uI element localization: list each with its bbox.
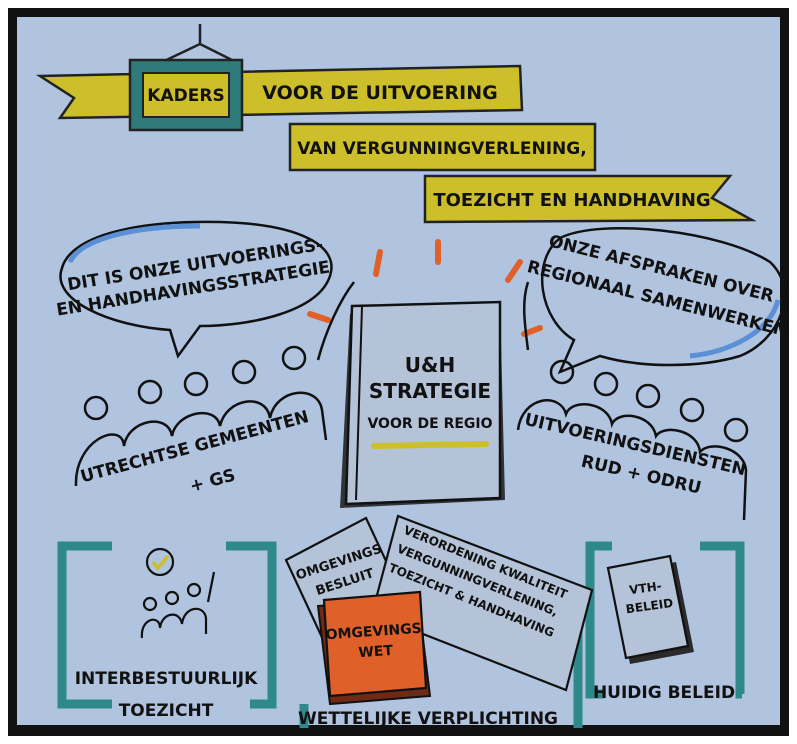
book-spine <box>355 305 363 501</box>
oversight-bodies <box>140 607 208 639</box>
frame-left-bracket <box>57 541 112 709</box>
people-bodies-right <box>516 399 748 521</box>
person-head <box>83 395 109 421</box>
emphasis-stroke <box>307 311 331 323</box>
person-head <box>164 590 180 606</box>
frame-right-bracket-left <box>585 541 612 699</box>
banner-line-2: VAN VERGUNNINGVERLENING, <box>297 139 586 159</box>
frame-left <box>57 541 277 709</box>
banner-line-1: VOOR DE UITVOERING <box>262 82 497 104</box>
strategy-underline <box>371 441 489 449</box>
sign-label: KADERS <box>147 86 224 106</box>
person-head <box>723 417 749 443</box>
raised-arm <box>206 571 216 603</box>
speech-shadow-right <box>689 299 781 359</box>
book-omgevingswet-line-1: OMGEVINGS <box>325 621 422 644</box>
checkmark-icon <box>151 554 170 571</box>
frame-right <box>585 541 745 699</box>
frame-left-line-2: TOEZICHT <box>119 701 214 721</box>
frame-right-bracket-right <box>700 541 745 699</box>
people-bodies-left <box>74 391 328 487</box>
frame-center-label: WETTELIJKE VERPLICHTING <box>298 709 558 729</box>
sign-plate <box>142 72 230 118</box>
person-head <box>593 371 619 397</box>
strategy-book: U&H STRATEGIE VOOR DE REGIO <box>340 300 505 508</box>
emphasis-stroke <box>373 249 383 277</box>
person-head <box>137 379 163 405</box>
frame-left-bracket-right <box>226 541 277 709</box>
doc-vth-line-2: BELEID <box>625 596 674 616</box>
frame-right-label: HUIDIG BELEID <box>593 683 735 703</box>
ribbon-3 <box>423 174 757 224</box>
pointing-arm-right <box>522 281 530 351</box>
person-head <box>186 582 202 598</box>
doc-vth-line-1: VTH- <box>628 579 662 597</box>
emphasis-stroke <box>505 259 523 283</box>
approval-circle <box>145 547 175 577</box>
pointing-arm-left <box>316 281 355 361</box>
person-head <box>142 596 158 612</box>
people-group-left <box>74 281 355 487</box>
banner: KADERS VOOR DE UITVOERING VAN VERGUNNING… <box>35 24 757 224</box>
book-omgevingswet: OMGEVINGS WET <box>316 590 432 706</box>
strategy-title-2: STRATEGIE <box>369 379 491 403</box>
person-head <box>183 371 209 397</box>
strategy-subtitle: VOOR DE REGIO <box>367 416 492 432</box>
doc-vth-beleid: VTH- BELEID <box>606 554 694 664</box>
banner-line-3: TOEZICHT EN HANDHAVING <box>433 190 710 211</box>
person-head <box>549 359 575 385</box>
book-cover <box>344 300 502 506</box>
people-group-right <box>516 281 749 521</box>
ribbon-2 <box>288 122 597 172</box>
book-omgevingswet-cover <box>322 590 428 698</box>
strategy-title-1: U&H <box>405 353 455 377</box>
doc-verordening-sheet <box>370 514 594 692</box>
doc-vth-sheet <box>606 554 690 660</box>
speech-outline-left <box>59 220 333 359</box>
person-head <box>231 359 257 385</box>
speech-outline-right <box>540 226 786 375</box>
speech-shadow-left <box>67 223 201 264</box>
person-head <box>679 397 705 423</box>
frame-left-line-1: INTERBESTUURLIJK <box>75 669 258 689</box>
person-head <box>281 345 307 371</box>
doc-verordening: VERORDENING KWALITEIT VERGUNNINGVERLENIN… <box>370 514 594 692</box>
book-omgevingswet-line-2: WET <box>358 643 394 661</box>
oversight-figures <box>140 547 216 639</box>
person-head <box>635 383 661 409</box>
